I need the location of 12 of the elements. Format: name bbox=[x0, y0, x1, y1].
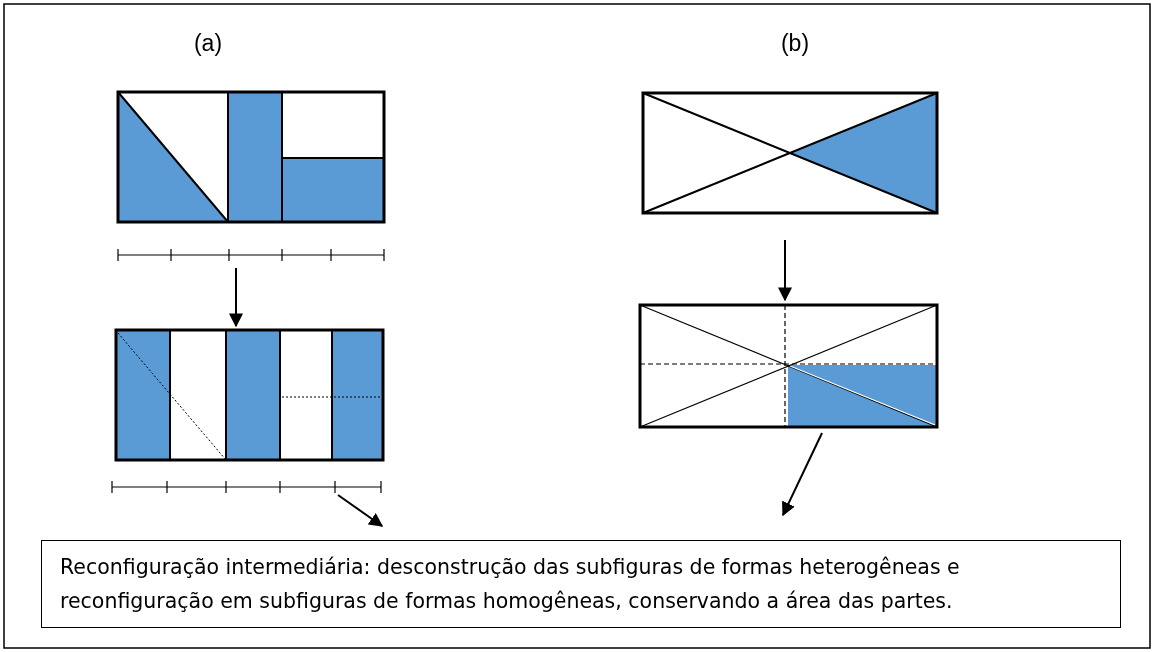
description-text: Reconfiguração intermediária: desconstrução das subfiguras de formas heterogêneas e reconfiguração em subfiguras de formas homogêneas, conservando a área das partes. bbox=[60, 554, 961, 615]
text-panel bbox=[41, 540, 1121, 628]
rectangle-figure bbox=[114, 328, 385, 462]
rectangle-figure bbox=[638, 303, 939, 429]
arrow bbox=[337, 494, 384, 527]
arrow bbox=[782, 432, 823, 517]
panel-label: (a) bbox=[192, 30, 224, 57]
rectangle-figure bbox=[116, 90, 386, 224]
arrow bbox=[229, 267, 243, 328]
rectangle-figure bbox=[641, 91, 939, 215]
panel-label: (b) bbox=[779, 30, 811, 57]
arrow bbox=[778, 239, 792, 302]
